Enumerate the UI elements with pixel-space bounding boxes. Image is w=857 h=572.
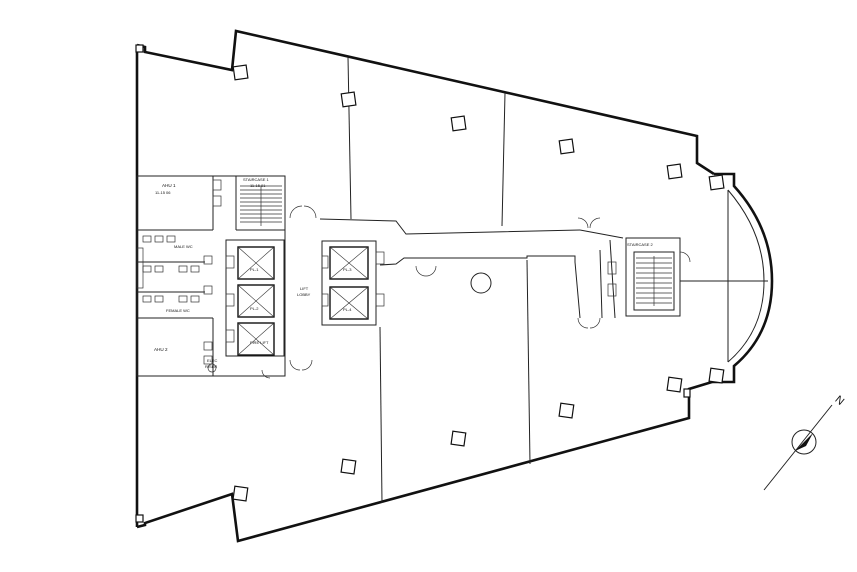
north-label: N bbox=[832, 394, 846, 408]
label-ahu1-code: 11-15 06 bbox=[155, 190, 171, 195]
corridor bbox=[319, 218, 624, 319]
label-lift-p2: PL-2 bbox=[250, 306, 259, 311]
label-ahu1: AHU 1 bbox=[162, 183, 176, 188]
lift-shafts bbox=[225, 239, 385, 357]
label-elec: ELEC bbox=[207, 358, 218, 363]
label-ahu2: AHU 2 bbox=[154, 347, 168, 352]
label-lift-lobby-2: LOBBY bbox=[297, 292, 311, 297]
label-staircase1-code: 11-15 01 bbox=[250, 183, 266, 188]
round-column bbox=[470, 272, 492, 294]
partitions bbox=[347, 56, 768, 504]
label-lift-p1: PL-1 bbox=[250, 267, 259, 272]
label-riser: RISER bbox=[205, 364, 217, 369]
label-male-wc: MALE WC bbox=[174, 244, 193, 249]
north-arrow: N bbox=[763, 394, 846, 491]
label-lift-lobby-1: LIFT bbox=[300, 286, 309, 291]
outer-wall bbox=[135, 29, 774, 543]
columns bbox=[135, 44, 725, 523]
label-female-wc: FEMALE WC bbox=[166, 308, 190, 313]
label-staircase2: STAIRCASE 2 bbox=[627, 242, 653, 247]
room-labels: AHU 1 11-15 06 STAIRCASE 1 11-15 01 MALE… bbox=[154, 177, 653, 369]
label-lift-p3: PL-3 bbox=[343, 267, 352, 272]
right-core bbox=[415, 217, 691, 329]
label-fire-lift: FIRE LIFT bbox=[250, 340, 269, 345]
service-core bbox=[136, 175, 317, 379]
label-lift-p4: PL-4 bbox=[343, 307, 352, 312]
label-staircase1: STAIRCASE 1 bbox=[243, 177, 269, 182]
